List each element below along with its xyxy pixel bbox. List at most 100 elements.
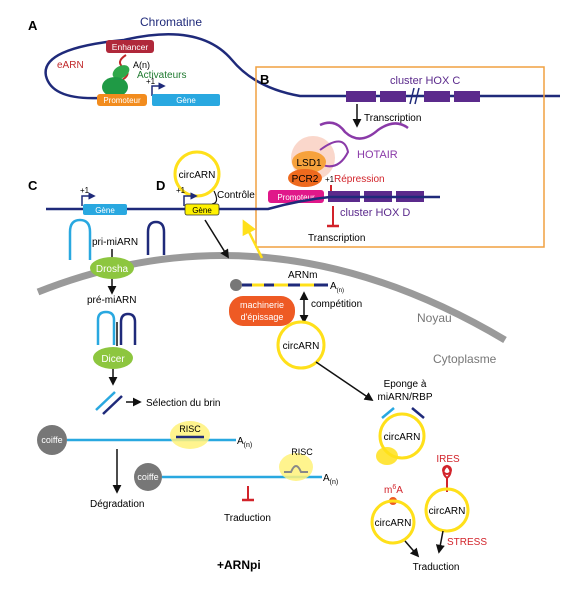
dicer-label: Dicer (101, 354, 125, 365)
plus1-c: +1 (80, 186, 90, 195)
bound-rbp (376, 447, 398, 465)
degradation-label: Dégradation (90, 499, 144, 510)
ires-loop (442, 465, 452, 475)
bound-mirna-2 (411, 407, 425, 419)
mirna-bound-2 (284, 465, 308, 473)
splicing-machinery (229, 296, 295, 326)
mrna-cap-d (230, 279, 242, 291)
coiffe-cap-1 (37, 425, 67, 455)
pre-mirna-label: pré-miARN (87, 295, 136, 306)
stress-label: STRESS (447, 537, 487, 548)
panel-d-label: D (156, 178, 165, 193)
controle-label: Contrôle (217, 190, 255, 201)
tss-arrow-c (81, 192, 96, 206)
dna-line-cd (46, 195, 440, 211)
competition-label: compétition (311, 299, 362, 310)
chromatin-loop (44, 32, 560, 100)
enhancer-box (106, 40, 154, 53)
repression-label: Répression (334, 174, 385, 185)
pre-mirna-hairpin-dark (119, 312, 137, 345)
circarn-ires-ring (424, 487, 470, 533)
hotair-label: HOTAIR (357, 149, 398, 161)
risc-halo-1 (170, 421, 210, 449)
controle-arrow (211, 190, 218, 205)
poly-a-label: A(n) (133, 60, 150, 70)
promoter-a-label: Promoteur (103, 96, 141, 105)
pre-mirna-hairpin-light (96, 310, 116, 345)
panel-b-frame (255, 66, 545, 248)
yellow-feedback-arrow (242, 219, 264, 259)
plus1-b: +1 (325, 175, 335, 184)
promoter-a-box (97, 94, 147, 106)
cluster-hox-d-label: cluster HOX D (340, 207, 410, 219)
splicing-label-2: d'épissage (241, 312, 284, 322)
an-label-1: A(n) (237, 436, 252, 449)
earn-label: eARN (57, 60, 84, 71)
enhancer-label: Enhancer (112, 42, 149, 52)
gene-d-box (184, 203, 220, 216)
pri-mirna-hairpin-dark (146, 220, 166, 255)
transcription-b-bottom: Transcription (308, 233, 365, 244)
circarn-sponge-ring (378, 412, 426, 460)
arnm-an: A(n) (330, 281, 344, 294)
tss-arrow-a (151, 82, 166, 96)
gene-a-box (152, 94, 220, 106)
selection-label: Sélection du brin (146, 398, 221, 409)
transcription-b-top: Transcription (364, 113, 421, 124)
circarn-mid-ring (276, 320, 326, 370)
plus1-a: +1 (146, 77, 156, 86)
coiffe-cap-2 (134, 463, 162, 491)
circarn-mid-label: circARN (283, 341, 320, 352)
drosha-enzyme (90, 257, 134, 279)
hotair-strand (319, 121, 409, 140)
lsd1-label: LSD1 (296, 158, 321, 169)
arnm-label: ARNm (288, 270, 317, 281)
traduction-d-label: Traduction (413, 562, 460, 573)
m6a-arrow (404, 540, 420, 558)
arrow-to-cytoplasm (315, 361, 374, 402)
cytoplasme-label: Cytoplasme (433, 352, 497, 366)
eponge-label-1: Eponge à (384, 379, 427, 390)
tss-arrow-d (183, 192, 198, 206)
cluster-hox-c-label: cluster HOX C (390, 75, 460, 87)
drosha-label: Drosha (96, 264, 129, 275)
circarn-m6a-ring (370, 499, 416, 545)
risc-label-1: RISC (179, 424, 201, 434)
coiffe-label-2: coiffe (137, 472, 158, 482)
stress-arrow (435, 530, 445, 554)
risc-label-2: RISC (291, 447, 313, 457)
circarn-m6a-label: circARN (375, 518, 412, 529)
gene-d-label: Gène (192, 206, 212, 215)
panel-c-label: C (28, 178, 38, 193)
pri-mirna-hairpin-light (68, 218, 92, 260)
arnpi-label: +ARNpi (217, 558, 261, 572)
activateurs-label: Activateurs (137, 70, 186, 81)
eponge-label-2: miARN/RBP (377, 392, 432, 403)
splicing-label-1: machinerie (240, 300, 284, 310)
m6a-label: m6A (384, 484, 403, 496)
arrow-to-splicing (204, 219, 229, 259)
ires-label: IRES (436, 454, 460, 465)
noyau-label: Noyau (417, 311, 452, 325)
traduction-c-label: Traduction (224, 513, 271, 524)
pri-mirna-label: pri-miARN (92, 237, 138, 248)
activator-large (102, 77, 128, 97)
gene-c-box (83, 204, 127, 215)
pcr2-label: PCR2 (292, 174, 319, 185)
activator-small (112, 65, 130, 79)
plus1-d: +1 (176, 186, 186, 195)
chromatine-label: Chromatine (140, 15, 202, 29)
circarn-sponge-label: circARN (384, 432, 421, 443)
circarn-top-label: circARN (179, 170, 216, 181)
dicer-enzyme (93, 347, 133, 369)
an-label-2: A(n) (323, 473, 338, 486)
lsd1-protein (292, 151, 326, 173)
panel-b-label: B (260, 72, 269, 87)
promoter-b-label: Promoteur (277, 193, 315, 202)
circarn-ires-label: circARN (429, 506, 466, 517)
hox-c-break (409, 87, 420, 105)
gene-c-label: Gène (95, 206, 115, 215)
mirna-strand-light (95, 391, 116, 411)
hox-c-genes (346, 91, 480, 102)
